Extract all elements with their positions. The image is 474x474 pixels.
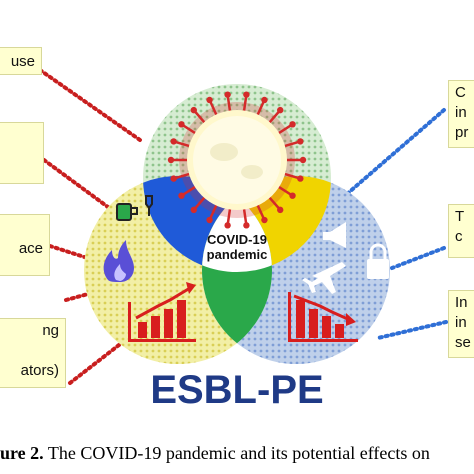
right-box-2-line-1: T xyxy=(455,208,465,225)
falling-bar-chart-icon xyxy=(288,292,358,342)
virus-spike-tip xyxy=(206,216,213,224)
fire-icon xyxy=(103,240,134,282)
right-box-2: T c xyxy=(448,204,474,258)
left-box-4-line-1: ng xyxy=(42,322,59,339)
left-box-3: ace xyxy=(0,214,50,276)
virus-spike-tip xyxy=(178,192,185,199)
virus-spike-tip xyxy=(224,222,231,229)
connector-left-2 xyxy=(42,158,114,212)
left-box-2 xyxy=(0,122,44,184)
virus-spike-tip xyxy=(261,216,268,224)
virus-spike-tip xyxy=(261,96,268,104)
virus-spike-tip xyxy=(170,138,177,145)
connector-left-1 xyxy=(38,68,142,142)
caption-text: The COVID-19 pandemic and its potential … xyxy=(43,443,430,463)
covid-virus-icon xyxy=(167,91,307,229)
right-box-1-line-3: pr xyxy=(455,124,469,141)
left-connectors xyxy=(38,68,142,385)
medication-drip-icon xyxy=(116,195,153,221)
virus-spike-tip xyxy=(299,156,307,164)
left-box-1: use xyxy=(0,47,42,75)
rising-bar-chart-icon xyxy=(128,282,196,342)
padlock-icon xyxy=(367,243,389,279)
right-connectors xyxy=(338,108,448,340)
left-box-4: ng ators) xyxy=(0,318,66,388)
center-overlap xyxy=(202,176,272,272)
right-box-3-line-2: in xyxy=(455,314,467,331)
connector-right-3 xyxy=(376,320,448,340)
right-box-2-line-2: c xyxy=(455,228,463,245)
megaphone-icon xyxy=(323,222,346,248)
figure-caption: ure 2. The COVID-19 pandemic and its pot… xyxy=(0,433,474,474)
airplane-icon xyxy=(302,262,346,294)
right-box-1-line-1: C xyxy=(455,84,466,101)
virus-spike-tip xyxy=(190,106,197,114)
right-box-1-line-2: in xyxy=(455,104,467,121)
left-box-4-line-2 xyxy=(3,341,59,361)
left-box-4-line-3: ators) xyxy=(20,362,59,379)
center-label-line-2: pandemic xyxy=(206,247,268,262)
connector-left-5 xyxy=(68,336,130,385)
virus-spike-tip xyxy=(170,175,177,182)
left-box-3-line-1: ace xyxy=(18,240,43,257)
virus-spike-tip xyxy=(289,121,296,128)
virus-spike-tip xyxy=(297,138,304,145)
left-box-1-line-1: use xyxy=(10,53,35,70)
right-box-3-line-3: se xyxy=(455,334,471,351)
virus-spike-tip xyxy=(224,91,231,98)
virus-spike-tip xyxy=(190,206,197,214)
virus-spike-tip xyxy=(277,106,284,114)
right-box-3: In in se xyxy=(448,290,474,358)
connector-right-1 xyxy=(338,108,446,202)
virus-spike-tip xyxy=(167,156,175,164)
virus-spike-tip xyxy=(243,222,250,229)
virus-spike-tip xyxy=(243,91,250,98)
virus-spike-tip xyxy=(178,121,185,128)
right-box-1: C in pr xyxy=(448,80,474,148)
right-box-3-line-1: In xyxy=(455,294,468,311)
virus-spike-tip xyxy=(277,206,284,214)
center-label-line-1: COVID-19 xyxy=(207,232,267,247)
virus-spike-tip xyxy=(289,192,296,199)
esbl-pe-title: ESBL-PE xyxy=(150,368,324,412)
connector-right-2 xyxy=(390,246,446,270)
caption-lead: ure 2. xyxy=(0,443,44,463)
virus-spike-tip xyxy=(206,96,213,104)
virus-spike-tip xyxy=(297,175,304,182)
covid-pandemic-label: COVID-19 pandemic xyxy=(194,232,280,262)
